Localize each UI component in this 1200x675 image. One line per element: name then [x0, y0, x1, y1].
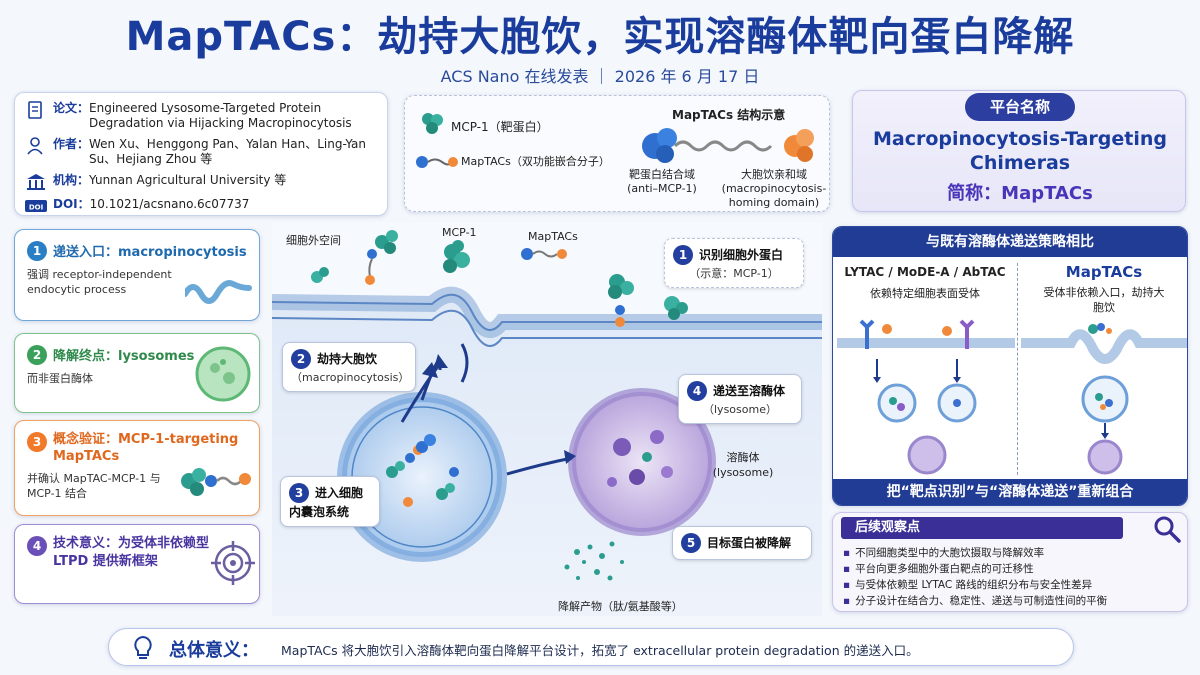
step-3-title: 进入细胞内囊泡系统: [289, 486, 364, 519]
comparison-left-desc: 依赖特定细胞表面受体: [870, 287, 980, 300]
follow-up-item: 与受体依赖型 LYTAC 路线的组织分布与安全性差异: [843, 577, 1107, 593]
comparison-divider: [1017, 263, 1018, 475]
point-desc-2: 而非蛋白酶体: [27, 371, 93, 385]
doi-row: DOI DOI： 10.1021/acsnano.6c07737: [25, 197, 377, 215]
structure-legend: MCP-1（靶蛋白） MapTACs（双功能嵌合分子） MapTACs 结构示意…: [404, 95, 830, 212]
legend-binding-domain: 靶蛋白结合域 (anti–MCP-1): [627, 168, 697, 195]
follow-up-list: 不同细胞类型中的大胞饮摄取与降解效率 平台向更多细胞外蛋白靶点的可迁移性 与受体…: [843, 545, 1107, 609]
lightbulb-icon: [134, 635, 152, 659]
step-2-callout: 2 劫持大胞饮 （macropinocytosis）: [282, 342, 416, 392]
point-desc-3: 并确认 MapTAC-MCP-1 与 MCP-1 结合: [27, 472, 161, 500]
macropinocytosis-diagram: [1021, 323, 1187, 475]
document-icon: [28, 101, 42, 119]
step-1-number: 1: [673, 245, 693, 265]
step-2-sub: （macropinocytosis）: [291, 371, 410, 384]
step-4-number: 4: [687, 381, 707, 401]
org-name: Yunnan Agricultural University 等: [89, 173, 287, 187]
page-title: MapTACs：劫持大胞饮，实现溶酶体靶向蛋白降解: [125, 14, 1075, 60]
page-subtitle: ACS Nano 在线发表 ｜ 2026 年 6 月 17 日: [440, 67, 760, 86]
legend-mcp1-label: MCP-1（靶蛋白）: [451, 120, 549, 134]
mcp1-legend-icon: [422, 113, 443, 134]
platform-name-card: 平台名称 Macropinocytosis-Targeting Chimeras…: [852, 90, 1186, 212]
org-row: 机构： Yunnan Agricultural University 等: [25, 173, 377, 191]
paper-info-card: 论文： Engineered Lysosome-Targeted Protein…: [14, 92, 388, 216]
comparison-right-title: MapTACs: [1065, 263, 1143, 281]
author-row: 作者： Wen Xu、Henggong Pan、Yalan Han、Ling-Y…: [25, 137, 377, 167]
comparison-panel: 与既有溶酶体递送策略相比 LYTAC / MoDE-A / AbTAC 依赖特定…: [832, 226, 1188, 506]
author-list: Wen Xu、Henggong Pan、Yalan Han、Ling-Yan S…: [89, 137, 366, 166]
platform-full-name: Macropinocytosis-Targeting Chimeras: [872, 128, 1168, 174]
summary-title: 总体意义：: [169, 640, 259, 661]
point-card-3: 3 概念验证：MCP-1-targeting MapTACs 并确认 MapTAC…: [14, 420, 260, 516]
step-4-callout: 4 递送至溶酶体 （lysosome）: [678, 374, 802, 424]
summary-bar: 总体意义： MapTACs 将大胞饮引入溶酶体靶向蛋白降解平台设计，拓宽了 ex…: [108, 628, 1074, 666]
legend-homing-domain: 大胞饮亲和域 (macropinocytosis-homing domain): [721, 168, 827, 209]
step-2-number: 2: [291, 349, 311, 369]
target-icon: [211, 541, 255, 585]
mechanism-illustration: 细胞外空间 MCP-1 MapTACs 溶酶体 (lysosome) 降解产物（…: [272, 222, 822, 616]
point-head-2: 降解终点：lysosomes: [53, 349, 195, 364]
lysosome-label: 溶酶体 (lysosome): [712, 451, 774, 479]
step-5-callout: 5 目标蛋白被降解: [672, 526, 812, 560]
comparison-title: 与既有溶酶体递送策略相比: [833, 227, 1187, 257]
step-3-number: 3: [289, 483, 309, 503]
comparison-right-desc: 受体非依赖入口，劫持大胞饮: [1043, 286, 1165, 314]
platform-name-pill: 平台名称: [965, 93, 1075, 121]
step-1-title: 识别细胞外蛋白: [699, 248, 784, 262]
point-number-4: 4: [27, 535, 47, 556]
doi-icon: DOI: [25, 200, 47, 212]
comparison-footer: 把“靶点识别”与“溶酶体递送”重新组合: [833, 479, 1187, 505]
step-5-number: 5: [681, 533, 701, 553]
doi-value[interactable]: 10.1021/acsnano.6c07737: [89, 197, 250, 211]
platform-short-name: 简称：MapTACs: [947, 183, 1093, 204]
point-desc-1: 强调 receptor-independent endocytic proces…: [27, 267, 172, 296]
legend-title: MapTACs 结构示意: [672, 108, 786, 122]
point-number-3: 3: [27, 431, 47, 452]
follow-up-title: 后续观察点: [841, 517, 1123, 539]
org-label: 机构：: [53, 173, 90, 187]
step-5-title: 目标蛋白被降解: [707, 536, 792, 550]
mcp1-protein-cluster: [375, 230, 398, 254]
step-4-title: 递送至溶酶体: [713, 384, 786, 398]
maptacs-legend-icon: [416, 156, 458, 168]
mcp1-label: MCP-1: [442, 226, 477, 239]
extracellular-label: 细胞外空间: [286, 234, 341, 247]
point-card-2: 2 降解终点：lysosomes 而非蛋白酶体: [14, 333, 260, 413]
paper-label: 论文：: [53, 101, 90, 115]
legend-maptacs-label: MapTACs（双功能嵌合分子）: [461, 155, 610, 168]
summary-text: MapTACs 将大胞饮引入溶酶体靶向蛋白降解平台设计，拓宽了 extracel…: [281, 643, 919, 658]
doi-label: DOI：: [53, 197, 90, 211]
point-head-1: 递送入口：macropinocytosis: [53, 245, 247, 260]
follow-up-item: 平台向更多细胞外蛋白靶点的可迁移性: [843, 561, 1107, 577]
point-head-3: 概念验证：MCP-1-targeting MapTACs: [53, 432, 239, 464]
point-number-1: 1: [27, 240, 47, 261]
follow-up-item: 分子设计在结合力、稳定性、递送与可制造性间的平衡: [843, 593, 1107, 609]
user-icon: [27, 137, 43, 155]
point-head-4: 技术意义：为受体非依赖型 LTPD 提供新框架: [53, 536, 210, 569]
lysosome-icon: [195, 346, 251, 402]
svg-text:DOI: DOI: [29, 204, 43, 212]
magnifier-icon: [1154, 516, 1181, 543]
comparison-left-title: LYTAC / MoDE-A / AbTAC: [844, 265, 1006, 279]
step-2-title: 劫持大胞饮: [317, 352, 378, 366]
step-1-callout: 1 识别细胞外蛋白 （示意：MCP-1）: [664, 238, 804, 288]
institution-icon: [27, 174, 45, 190]
point-number-2: 2: [27, 344, 47, 365]
receptor-dependent-diagram: [837, 319, 1015, 475]
maptacs-label: MapTACs: [528, 230, 578, 243]
point-card-1: 1 递送入口：macropinocytosis 强调 receptor-indep…: [14, 229, 260, 321]
paper-title: Engineered Lysosome-Targeted Protein Deg…: [89, 101, 352, 130]
membrane-wave-icon: [185, 280, 252, 304]
maptacs-structure-diagram: [642, 128, 814, 163]
maptac-mcp1-complex-icon: [181, 468, 251, 496]
point-card-4: 4 技术意义：为受体非依赖型 LTPD 提供新框架: [14, 524, 260, 604]
follow-up-panel: 后续观察点 不同细胞类型中的大胞饮摄取与降解效率 平台向更多细胞外蛋白靶点的可迁…: [832, 512, 1188, 612]
author-label: 作者：: [53, 137, 90, 151]
step-1-sub: （示意：MCP-1）: [689, 267, 779, 280]
step-4-sub: （lysosome）: [703, 403, 777, 416]
degradation-products-label: 降解产物（肽/氨基酸等）: [558, 600, 683, 613]
follow-up-item: 不同细胞类型中的大胞饮摄取与降解效率: [843, 545, 1107, 561]
paper-row: 论文： Engineered Lysosome-Targeted Protein…: [25, 101, 377, 131]
